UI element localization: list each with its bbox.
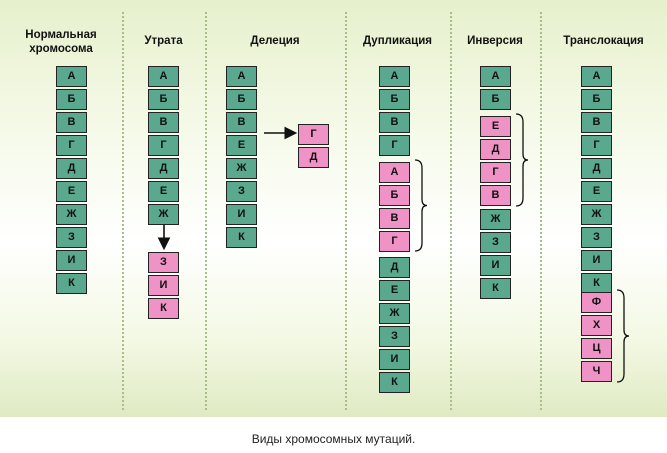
gene-cell: Б (379, 185, 410, 206)
gene-cell: Е (148, 181, 179, 202)
gene-cell: Х (581, 315, 612, 336)
gene-cell: Ц (581, 338, 612, 359)
gene-cell: А (480, 66, 511, 87)
gene-cell: И (148, 275, 179, 296)
gene-cell: Г (298, 124, 329, 145)
gene-cell: В (148, 112, 179, 133)
gene-cell: Б (226, 89, 257, 110)
gene-cell: Ж (480, 209, 511, 230)
gene-cell: А (379, 66, 410, 87)
gene-cell: Ж (379, 303, 410, 324)
gene-cell: Б (379, 89, 410, 110)
duplication-brace (414, 159, 428, 252)
gene-cell: Б (148, 89, 179, 110)
gene-cell: Б (581, 89, 612, 110)
gene-cell: К (581, 273, 612, 294)
gene-cell: Е (226, 135, 257, 156)
column-divider (205, 12, 207, 410)
column-divider (540, 12, 542, 410)
gene-cell: Б (480, 89, 511, 110)
gene-cell: В (581, 112, 612, 133)
gene-cell: К (56, 273, 87, 294)
column-title: Дупликация (362, 35, 433, 47)
inversion-brace (515, 113, 529, 207)
gene-cell: А (581, 66, 612, 87)
gene-cell: И (581, 250, 612, 271)
gene-cell: Е (581, 181, 612, 202)
gene-cell: Г (379, 231, 410, 252)
gene-cell: Ж (581, 204, 612, 225)
gene-cell: Г (148, 135, 179, 156)
gene-cell: Е (480, 116, 511, 137)
column-divider (450, 12, 452, 410)
translocation-brace (616, 289, 630, 383)
gene-cell: З (581, 227, 612, 248)
gene-cell: З (56, 227, 87, 248)
column-title: Инверсия (467, 35, 523, 47)
gene-cell: Ж (148, 204, 179, 225)
gene-cell: А (226, 66, 257, 87)
column-title: Нормальная хромосома (25, 29, 97, 55)
column-divider (345, 12, 347, 410)
gene-cell: В (379, 208, 410, 229)
gene-cell: В (379, 112, 410, 133)
gene-cell: К (480, 278, 511, 299)
gene-cell: З (379, 326, 410, 347)
gene-cell: Ф (581, 292, 612, 313)
gene-cell: Е (379, 280, 410, 301)
gene-cell: З (226, 181, 257, 202)
figure-caption: Виды хромосомных мутаций. (251, 432, 416, 446)
gene-cell: Д (148, 158, 179, 179)
gene-cell: В (480, 185, 511, 206)
column-title: Делеция (250, 35, 300, 47)
gene-cell: А (148, 66, 179, 87)
column-divider (122, 12, 124, 410)
column-title: Транслокация (563, 35, 644, 47)
gene-cell: А (379, 162, 410, 183)
gene-cell: Г (581, 135, 612, 156)
annotation-layer (157, 113, 630, 383)
gene-cell: Д (379, 257, 410, 278)
gene-cell: А (56, 66, 87, 87)
gene-cell: И (56, 250, 87, 271)
gene-cell: Е (56, 181, 87, 202)
column-title: Утрата (144, 35, 183, 47)
gene-cell: Г (379, 135, 410, 156)
gene-cell: Ч (581, 361, 612, 382)
gene-cell: В (56, 112, 87, 133)
gene-cell: Г (56, 135, 87, 156)
gene-cell: Ж (226, 158, 257, 179)
gene-cell: З (148, 252, 179, 273)
gene-cell: Ж (56, 204, 87, 225)
gene-cell: И (480, 255, 511, 276)
gene-cell: И (379, 349, 410, 370)
gene-cell: Д (581, 158, 612, 179)
gene-cell: З (480, 232, 511, 253)
gene-cell: Д (480, 139, 511, 160)
gene-cell: К (226, 227, 257, 248)
gene-cell: Б (56, 89, 87, 110)
gene-cell: Г (480, 162, 511, 183)
gene-cell: К (379, 372, 410, 393)
gene-cell: К (148, 298, 179, 319)
gene-cell: Д (56, 158, 87, 179)
gene-cell: В (226, 112, 257, 133)
gene-cell: И (226, 204, 257, 225)
gene-cell: Д (298, 147, 329, 168)
